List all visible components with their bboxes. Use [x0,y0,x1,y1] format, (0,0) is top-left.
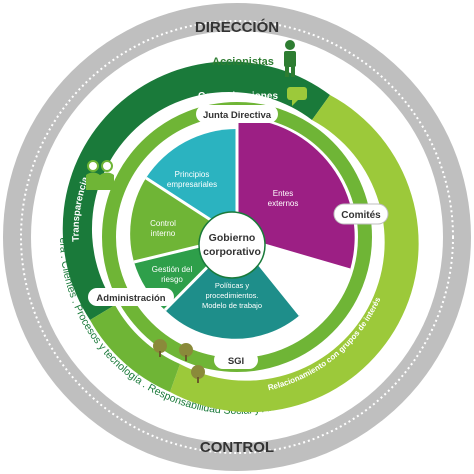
comites-label[interactable]: Comités [341,210,381,221]
mid-green-arc [90,305,180,392]
direccion-label: DIRECCIÓN [195,18,279,36]
control-label: CONTROL [200,439,274,456]
sector-gestion-label-1: Gestión del [152,265,193,274]
light-green-arc [170,95,419,413]
comunicaciones-label: Comunicaciones [198,91,278,102]
sector-control-label-1: Control [150,219,176,228]
center-circle[interactable] [198,211,266,279]
sector-control-label-2: interno [151,229,176,238]
sector-entes-label-1: Entes [273,189,293,198]
sector-principios-label-2: empresariales [167,180,217,189]
sgi-label[interactable]: SGI [228,356,244,367]
center-title-line1: Gobierno [209,232,256,244]
sgi-box [214,351,258,369]
sector-entes-label-2: externos [268,199,299,208]
sector-principios[interactable] [146,128,237,237]
speech-bubble-icon [287,87,307,106]
sector-gestion-label-2: riesgo [161,275,183,284]
people-icon [86,160,114,190]
dark-green-arc [62,61,331,320]
center-title-line2: corporativo [203,246,261,258]
tree-icons [153,339,205,383]
sector-politicas-label-3: Modelo de trabajo [202,301,262,310]
junta-directiva-label[interactable]: Junta Directiva [203,110,272,121]
junta-directiva-box [196,105,278,123]
administracion-label[interactable]: Administración [96,293,165,304]
sector-politicas-label-2: procedimientos. [206,291,259,300]
sector-entes[interactable] [237,118,355,270]
accionistas-label: Accionistas [212,56,274,68]
administracion-box [88,288,174,306]
comites-box [333,203,389,225]
sector-principios-label-1: Principios [175,170,210,179]
outer-dotted-ring [20,20,454,454]
shareholder-icon [284,40,296,77]
sector-politicas-label-1: Políticas y [215,281,249,290]
sector-politicas[interactable] [165,237,300,339]
